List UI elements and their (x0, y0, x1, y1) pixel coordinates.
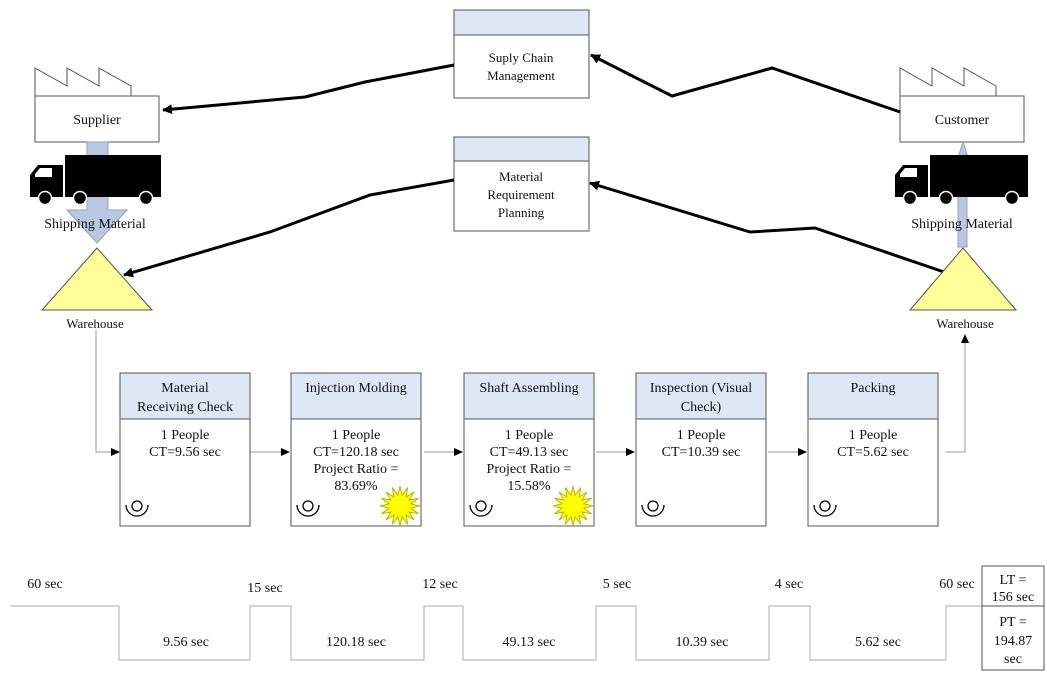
scm-label-line1: Suply Chain (489, 50, 554, 65)
wait-time-label: 60 sec (27, 577, 62, 592)
process-detail: 1 People (332, 428, 381, 443)
flow-warehouse-to-receiving (95, 330, 120, 456)
process-title: Receiving Check (137, 400, 233, 415)
process-detail: 1 People (849, 428, 898, 443)
supplier-factory-icon: Supplier (34, 67, 160, 143)
process-title: Packing (850, 381, 895, 396)
process-detail: CT=10.39 sec (662, 445, 741, 460)
lt-label-line1: LT = (1000, 573, 1027, 588)
info-flow-right-warehouse-to-mrp (589, 180, 945, 274)
supplier-label: Supplier (73, 113, 121, 128)
wait-time-label: 15 sec (247, 581, 282, 596)
mrp-label-line2: Requirement (487, 187, 555, 202)
process-title: Injection Molding (305, 381, 407, 396)
process-title: Check) (681, 400, 722, 415)
process-detail: 83.69% (334, 479, 378, 494)
process-detail: CT=9.56 sec (149, 445, 221, 460)
info-flow-customer-to-scm (590, 53, 901, 114)
process-detail: 1 People (677, 428, 726, 443)
mrp-box: Material Requirement Planning (453, 136, 590, 232)
process-detail: 15.58% (507, 479, 551, 494)
operator-icon (813, 500, 837, 517)
lt-label-line2: 156 sec (992, 590, 1034, 605)
scm-box: Suply Chain Management (453, 9, 590, 99)
process-time-label: 5.62 sec (855, 635, 901, 650)
wait-time-label: 12 sec (422, 577, 457, 592)
process-title: Material (161, 381, 209, 396)
pt-label-line2: 194.87 (994, 634, 1033, 649)
warehouse-right-icon (908, 247, 1018, 311)
warehouse-label-left: Warehouse (66, 316, 124, 331)
mrp-label-line1: Material (499, 169, 543, 184)
timeline-labels: 60 sec 15 sec 12 sec 5 sec 4 sec 60 sec 9.56 s… (27, 577, 974, 650)
process-detail: CT=5.62 sec (837, 445, 909, 460)
process-time-label: 9.56 sec (163, 635, 209, 650)
info-flow-scm-to-supplier (162, 63, 455, 115)
operator-icon (469, 500, 493, 517)
wait-time-label: 4 sec (775, 577, 803, 592)
process-detail: CT=120.18 sec (313, 445, 399, 460)
timeline-ladder (10, 605, 982, 661)
process-time-label: 10.39 sec (676, 635, 729, 650)
info-flow-mrp-to-left-warehouse (123, 178, 455, 278)
flow-packing-to-warehouse (946, 334, 969, 453)
lead-time-box: LT = 156 sec PT = 194.87 sec (981, 565, 1045, 671)
mrp-label-line3: Planning (498, 205, 545, 220)
pt-label-line1: PT = (999, 615, 1027, 630)
pt-label-line3: sec (1004, 652, 1022, 667)
operator-icon (296, 500, 320, 517)
warehouse-left-icon (40, 247, 154, 311)
process-time-label: 49.13 sec (503, 635, 556, 650)
truck-icon-right (895, 155, 1028, 206)
truck-icon-left (30, 155, 161, 206)
customer-factory-icon: Customer (899, 67, 1025, 143)
wait-time-label: 5 sec (603, 577, 631, 592)
process-title: Inspection (Visual (650, 381, 752, 396)
process-time-label: 120.18 sec (326, 635, 386, 650)
kaizen-burst-icon (379, 485, 421, 527)
process-detail: 1 People (505, 428, 554, 443)
process-detail: CT=49.13 sec (490, 445, 569, 460)
wait-time-label: 60 sec (939, 577, 974, 592)
warehouse-label-right: Warehouse (936, 316, 994, 331)
customer-label: Customer (935, 113, 990, 128)
scm-label-line2: Management (487, 68, 555, 83)
kaizen-burst-icon (552, 485, 594, 527)
shipping-label-right: Shipping Material (911, 217, 1013, 232)
shipping-label-left: Shipping Material (44, 217, 146, 232)
process-detail: 1 People (161, 428, 210, 443)
process-detail: Project Ratio = (314, 462, 399, 477)
operator-icon (125, 500, 149, 517)
operator-icon (641, 500, 665, 517)
process-detail: Project Ratio = (487, 462, 572, 477)
process-title: Shaft Assembling (479, 381, 578, 396)
